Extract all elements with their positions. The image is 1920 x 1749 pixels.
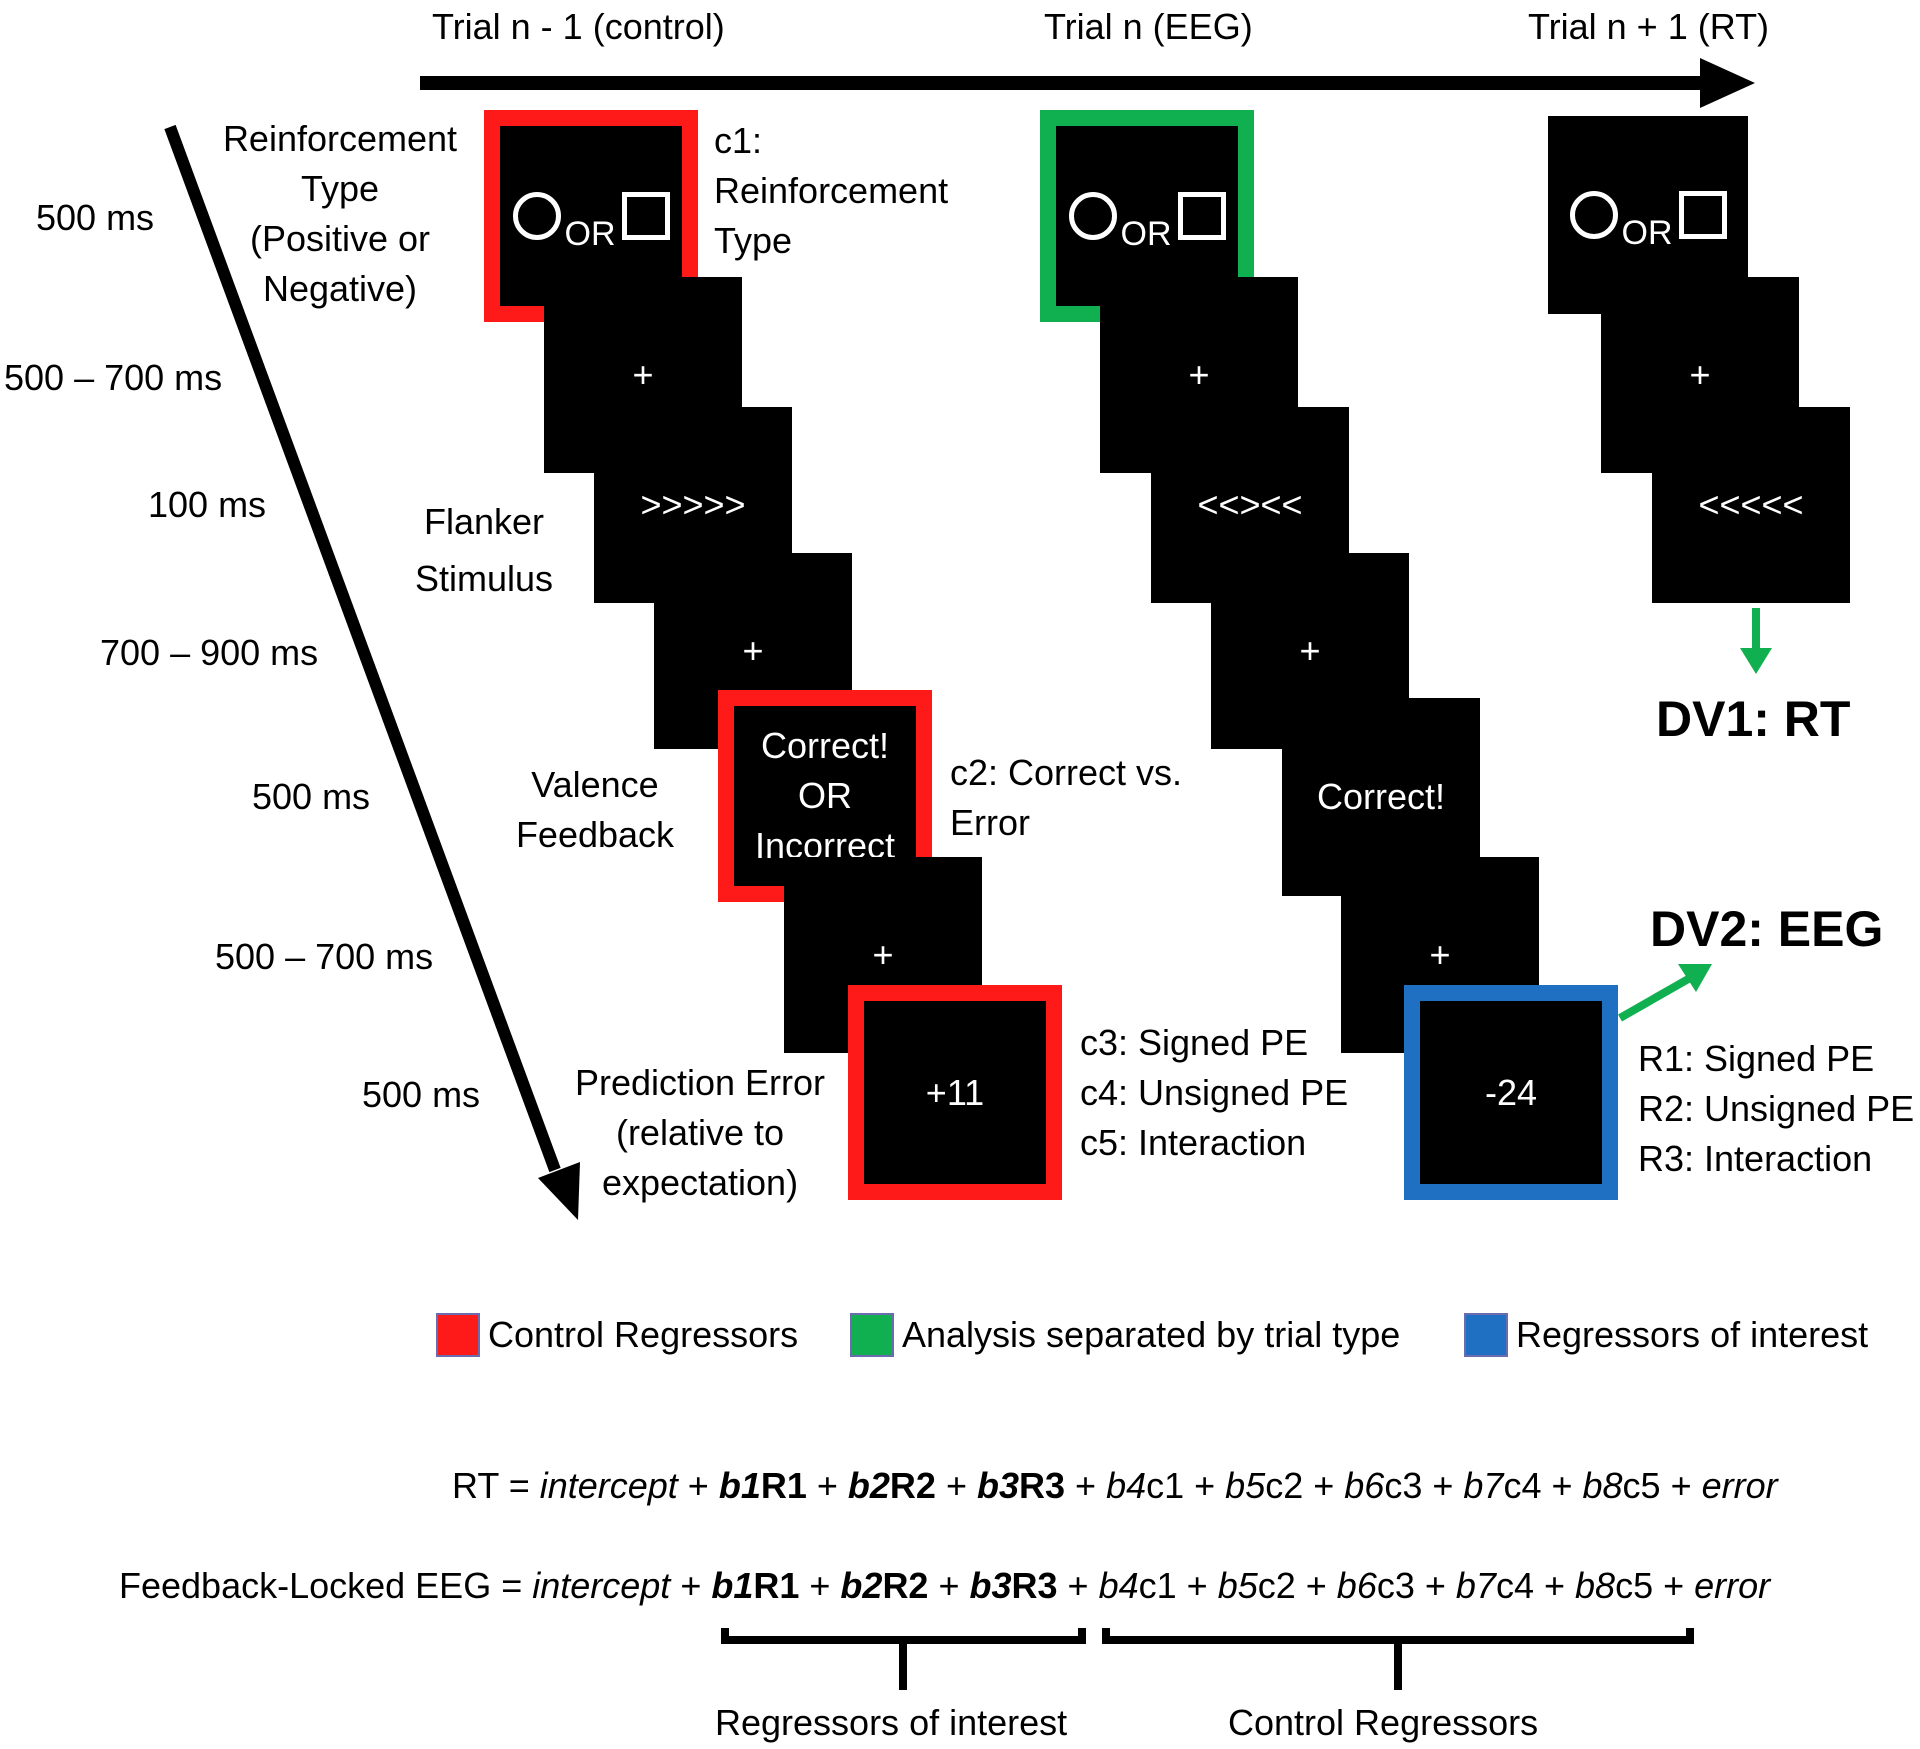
timing-6: 500 – 700 ms (215, 936, 434, 977)
circle-icon (1569, 191, 1618, 239)
trial-timeline-arrowhead (1700, 58, 1755, 108)
timing-3: 100 ms (148, 484, 267, 525)
timing-7: 500 ms (362, 1074, 481, 1115)
screen-next-flanker: <<<<< (1652, 407, 1850, 603)
control-bracket (1102, 1628, 1694, 1644)
screen-prev-reinforcement: OR (484, 110, 698, 322)
legend-trial-type: Analysis separated by trial type (850, 1313, 1400, 1357)
circle-icon (1068, 192, 1117, 240)
dv2-label: DV2: EEG (1650, 901, 1884, 957)
square-icon (621, 192, 670, 240)
screen-curr-pe: -24 (1404, 985, 1618, 1200)
label-r1-r3: R1: Signed PE R2: Unsigned PE R3: Intera… (1638, 1038, 1915, 1179)
label-c1: c1: Reinforcement Type (714, 120, 949, 261)
stage-flanker-stimulus: Flanker Stimulus (414, 501, 554, 599)
trial-next-label: Trial n + 1 (RT) (1528, 6, 1770, 47)
label-c2: c2: Correct vs. Error (950, 752, 1183, 843)
legend-swatch-red (436, 1313, 480, 1357)
dv2-arrow (1618, 974, 1692, 1022)
timing-4: 700 – 900 ms (100, 632, 319, 673)
stage-prediction-error: Prediction Error (relative to expectatio… (574, 1062, 826, 1203)
interest-bracket (721, 1628, 1086, 1644)
circle-or-square-cue: OR (512, 192, 670, 253)
timing-5: 500 ms (252, 776, 371, 817)
timing-2: 500 – 700 ms (4, 357, 223, 398)
label-c3-c5: c3: Signed PE c4: Unsigned PE c5: Intera… (1080, 1022, 1349, 1163)
dv1-arrowhead (1740, 648, 1772, 674)
time-axis-arrow (164, 124, 561, 1173)
trial-curr-label: Trial n (EEG) (1044, 6, 1253, 47)
timing-1: 500 ms (36, 197, 155, 238)
stage-valence-feedback: Valence Feedback (515, 764, 675, 855)
dv2-arrowhead (1678, 964, 1712, 992)
dv1-label: DV1: RT (1656, 691, 1851, 747)
stage-reinforcement-type: Reinforcement Type (Positive or Negative… (222, 118, 458, 309)
circle-icon (512, 192, 561, 240)
screen-prev-flanker: >>>>> (594, 407, 792, 603)
time-axis-arrowhead (538, 1162, 580, 1220)
circle-or-square-cue: OR (1068, 192, 1226, 253)
eeg-equation: Feedback-Locked EEG = intercept + b1R1 +… (119, 1565, 1771, 1606)
circle-or-square-cue: OR (1569, 191, 1727, 252)
square-icon (1678, 191, 1727, 239)
legend-control: Control Regressors (436, 1313, 798, 1357)
screen-prev-pe: +11 (848, 985, 1062, 1200)
trial-prev-label: Trial n - 1 (control) (432, 6, 725, 47)
legend-swatch-blue (1464, 1313, 1508, 1357)
legend-interest: Regressors of interest (1464, 1313, 1868, 1357)
bracket-label-interest: Regressors of interest (715, 1702, 1068, 1743)
square-icon (1177, 192, 1226, 240)
bracket-label-control: Control Regressors (1228, 1702, 1539, 1743)
legend-swatch-green (850, 1313, 894, 1357)
rt-equation: RT = intercept + b1R1 + b2R2 + b3R3 + b4… (452, 1465, 1778, 1506)
